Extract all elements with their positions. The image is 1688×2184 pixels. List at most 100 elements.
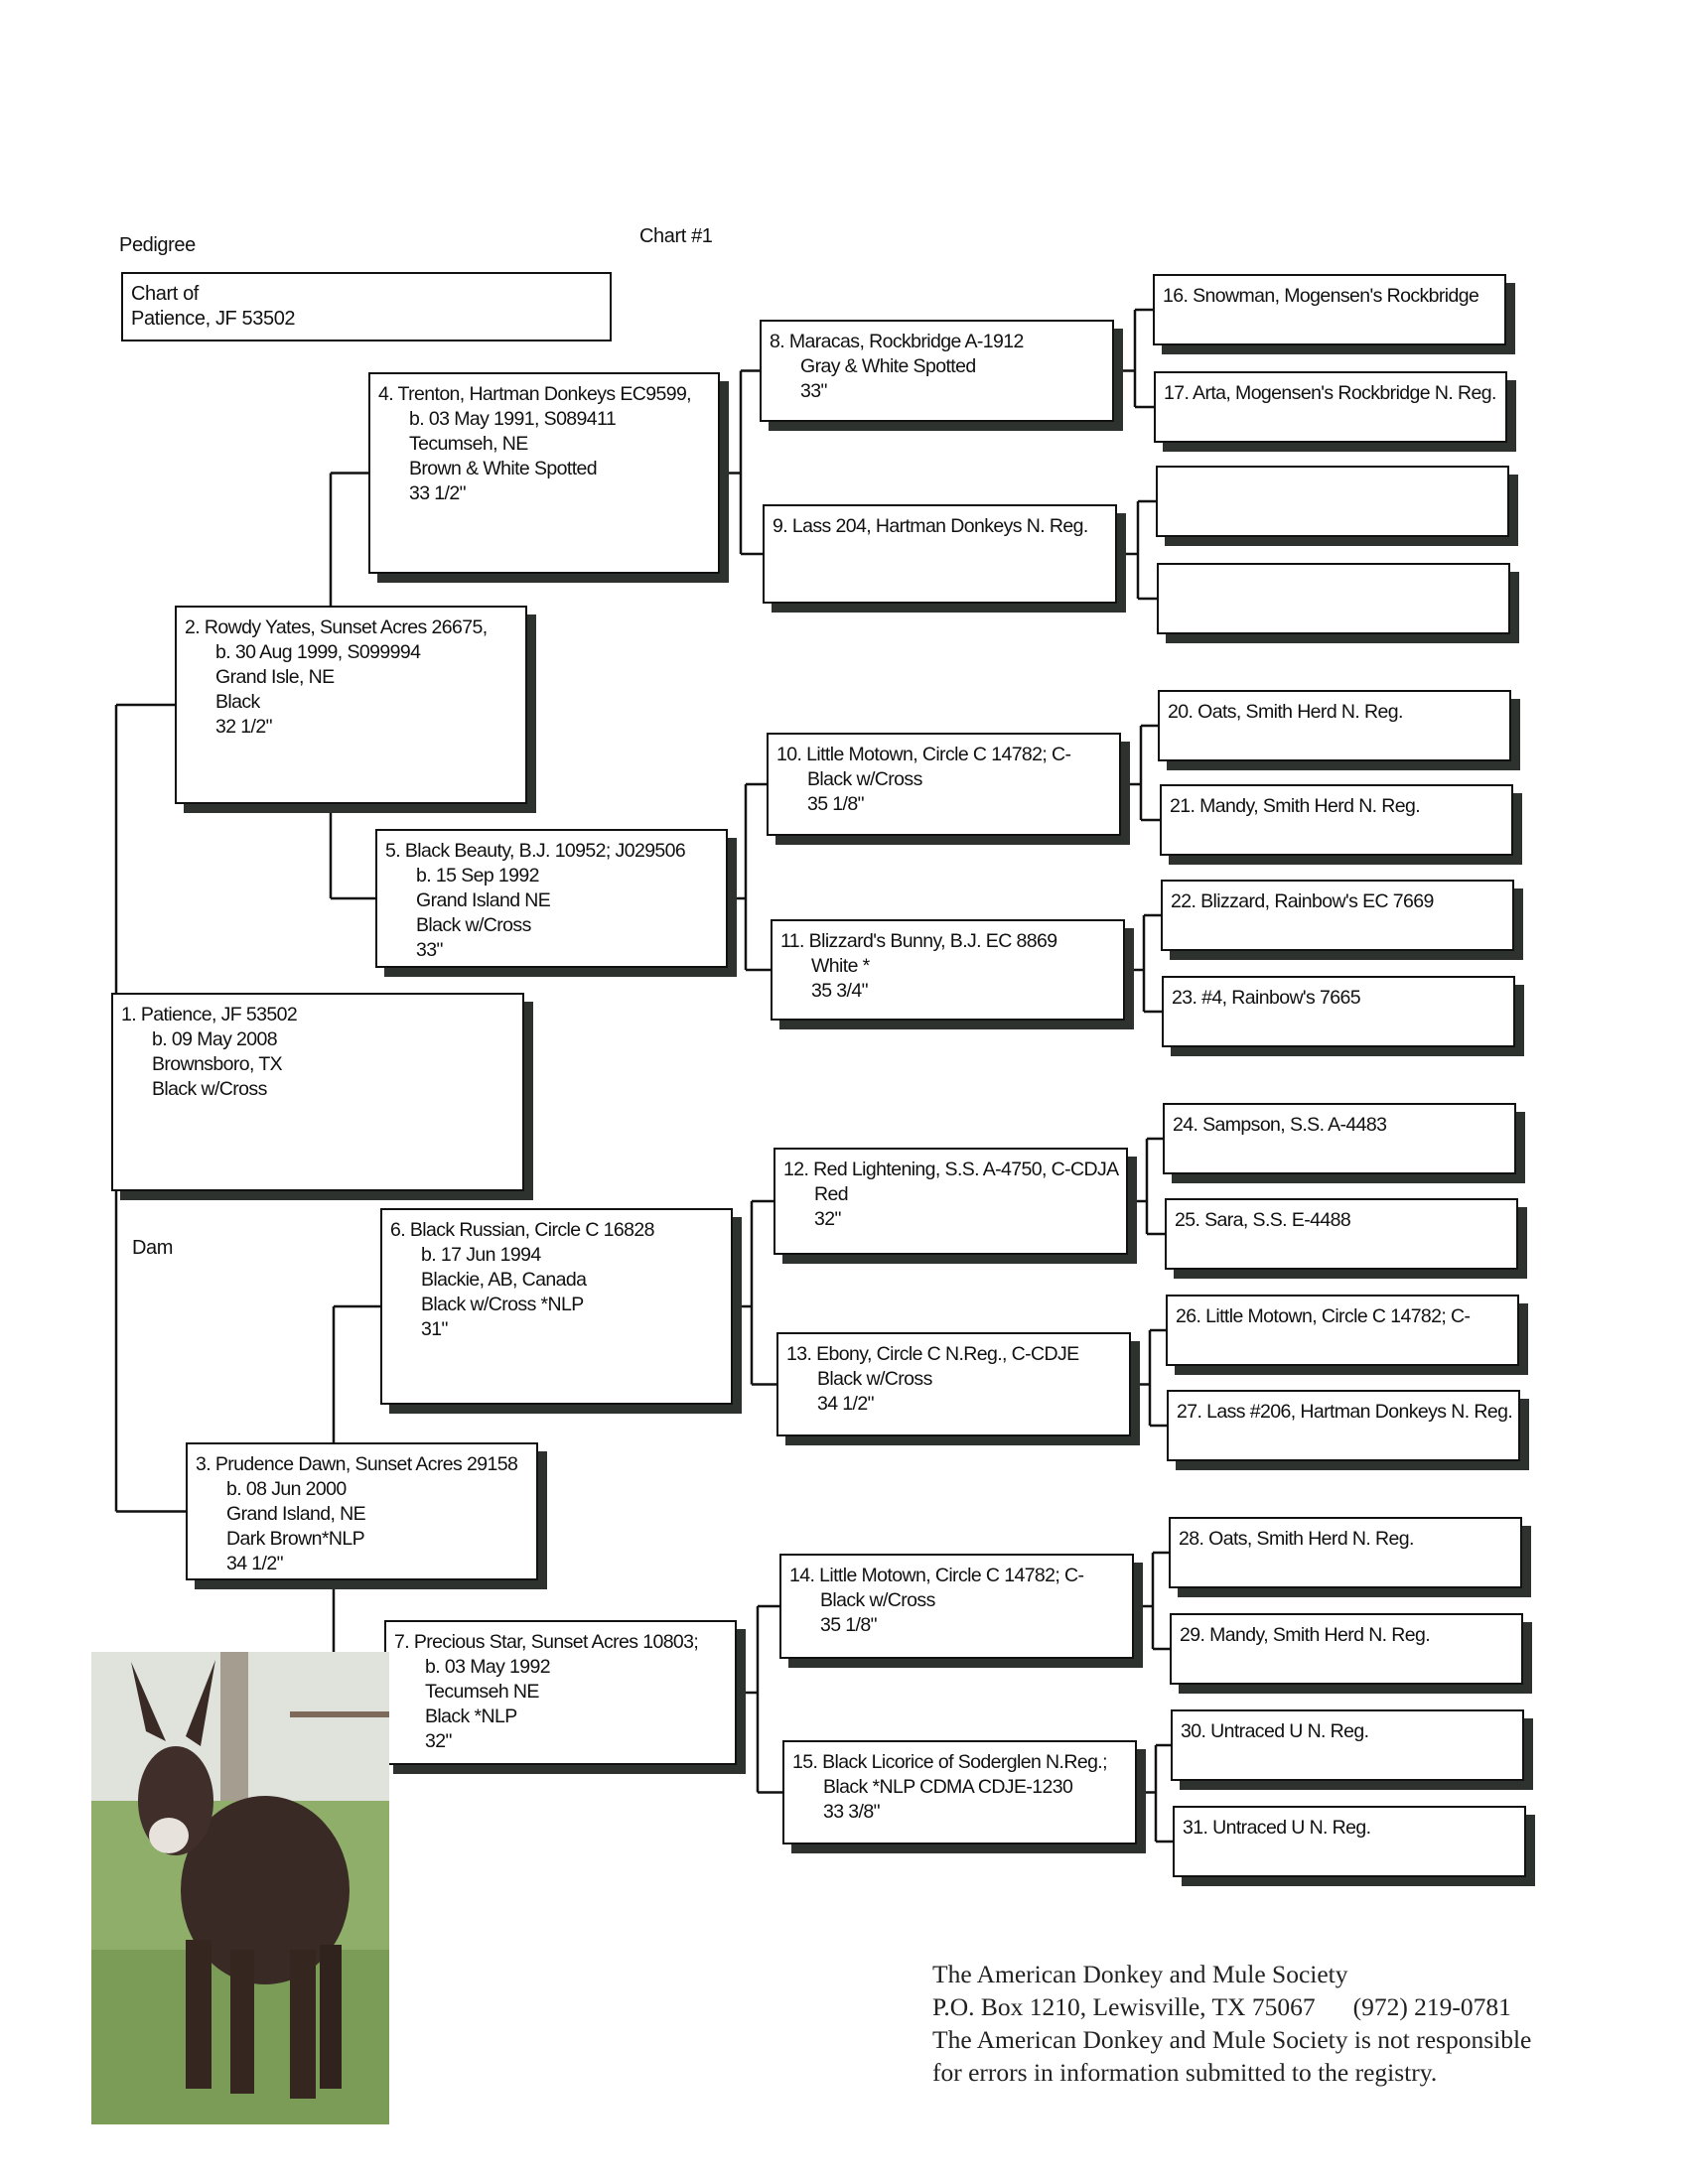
ancestor-name: 15. Black Licorice of Soderglen N.Reg.; <box>792 1751 1108 1773</box>
ancestor-detail: Grand Island NE <box>416 889 551 911</box>
ancestor-name: 6. Black Russian, Circle C 16828 <box>390 1219 654 1241</box>
ancestor-detail: Blackie, AB, Canada <box>421 1269 587 1291</box>
ancestor-detail: 34 1/2" <box>817 1393 875 1415</box>
ancestor-name: 7. Precious Star, Sunset Acres 10803; <box>394 1631 699 1653</box>
ancestor-name: 11. Blizzard's Bunny, B.J. EC 8869 <box>780 930 1057 952</box>
ancestor-box-20: 20. Oats, Smith Herd N. Reg. <box>1158 690 1511 761</box>
ancestor-name: 22. Blizzard, Rainbow's EC 7669 <box>1171 890 1434 912</box>
ancestor-box-28: 28. Oats, Smith Herd N. Reg. <box>1169 1517 1522 1588</box>
ancestor-detail: Black w/Cross <box>817 1368 932 1390</box>
ancestor-detail: b. 15 Sep 1992 <box>416 865 539 887</box>
ancestor-name: 31. Untraced U N. Reg. <box>1183 1817 1371 1839</box>
ancestor-detail: 32" <box>425 1730 452 1752</box>
ancestor-detail: b. 17 Jun 1994 <box>421 1244 541 1266</box>
ancestor-detail: Gray & White Spotted <box>800 355 976 377</box>
ancestor-detail: Dark Brown*NLP <box>226 1528 365 1550</box>
footer: The American Donkey and Mule Society P.O… <box>932 1958 1531 2089</box>
ancestor-detail: Black w/Cross <box>416 914 531 936</box>
ancestor-name: 16. Snowman, Mogensen's Rockbridge <box>1163 285 1479 307</box>
ancestor-box-22: 22. Blizzard, Rainbow's EC 7669 <box>1161 880 1514 951</box>
ancestor-box-25: 25. Sara, S.S. E-4488 <box>1165 1198 1518 1270</box>
ancestor-box-16: 16. Snowman, Mogensen's Rockbridge <box>1153 274 1506 345</box>
ancestor-name: 21. Mandy, Smith Herd N. Reg. <box>1170 795 1421 817</box>
pedigree-label: Pedigree <box>119 234 196 256</box>
ancestor-name: 29. Mandy, Smith Herd N. Reg. <box>1180 1624 1431 1646</box>
ancestor-box-15: 15. Black Licorice of Soderglen N.Reg.; B… <box>782 1740 1137 1844</box>
ancestor-detail: Black *NLP CDMA CDJE-1230 <box>823 1776 1073 1798</box>
ancestor-detail: Tecumseh, NE <box>409 433 528 455</box>
ancestor-detail: 33 1/2" <box>409 482 467 504</box>
ancestor-name: 25. Sara, S.S. E-4488 <box>1175 1209 1351 1231</box>
dam-label: Dam <box>132 1237 174 1259</box>
ancestor-box-26: 26. Little Motown, Circle C 14782; C- <box>1166 1295 1519 1366</box>
ancestor-detail: b. 30 Aug 1999, S099994 <box>215 641 421 663</box>
footer-address: P.O. Box 1210, Lewisville, TX 75067 <box>932 1992 1316 2021</box>
ancestor-name: 4. Trenton, Hartman Donkeys EC9599, <box>378 383 692 405</box>
ancestor-name: 23. #4, Rainbow's 7665 <box>1172 987 1361 1009</box>
ancestor-detail: Black w/Cross *NLP <box>421 1294 584 1315</box>
ancestor-detail: White * <box>811 955 870 977</box>
ancestor-name: 26. Little Motown, Circle C 14782; C- <box>1176 1305 1471 1327</box>
ancestor-detail: Tecumseh NE <box>425 1681 539 1703</box>
chart-of-subject: Patience, JF 53502 <box>131 308 296 330</box>
ancestor-name: 13. Ebony, Circle C N.Reg., C-CDJE <box>786 1343 1079 1365</box>
ancestor-name: 28. Oats, Smith Herd N. Reg. <box>1179 1528 1414 1550</box>
ancestor-detail: b. 09 May 2008 <box>152 1028 278 1050</box>
ancestor-detail: Black w/Cross <box>152 1078 267 1100</box>
chart-of-label: Chart of <box>131 283 199 305</box>
ancestor-name: 1. Patience, JF 53502 <box>121 1004 298 1025</box>
ancestor-box-9: 9. Lass 204, Hartman Donkeys N. Reg. <box>763 504 1117 604</box>
ancestor-detail: Black w/Cross <box>820 1589 935 1611</box>
ancestor-box-2: 2. Rowdy Yates, Sunset Acres 26675, b. 30… <box>175 606 527 804</box>
ancestor-name: 27. Lass #206, Hartman Donkeys N. Reg. <box>1177 1401 1513 1423</box>
footer-disclaimer-2: for errors in information submitted to t… <box>932 2058 1438 2087</box>
ancestor-name: 10. Little Motown, Circle C 14782; C- <box>776 744 1071 765</box>
ancestor-detail: Black w/Cross <box>807 768 922 790</box>
ancestor-box-4: 4. Trenton, Hartman Donkeys EC9599, b. 03… <box>368 372 720 574</box>
ancestor-box-5: 5. Black Beauty, B.J. 10952; J029506 b. 1… <box>375 829 728 968</box>
ancestor-box-10: 10. Little Motown, Circle C 14782; C- Bla… <box>767 733 1121 836</box>
ancestor-detail: 31" <box>421 1318 448 1340</box>
footer-phone: (972) 219-0781 <box>1352 1992 1511 2021</box>
chart-number-label: Chart #1 <box>639 225 713 247</box>
ancestor-detail: 33" <box>416 939 443 961</box>
ancestor-box-7: 7. Precious Star, Sunset Acres 10803;b. … <box>384 1620 737 1765</box>
ancestor-name: 9. Lass 204, Hartman Donkeys N. Reg. <box>773 515 1088 537</box>
ancestor-name: 2. Rowdy Yates, Sunset Acres 26675, <box>185 616 488 638</box>
ancestor-detail: 35 1/8" <box>807 793 865 815</box>
donkey-photo <box>91 1652 389 2124</box>
ancestor-box-18 <box>1156 466 1509 537</box>
ancestor-box-31: 31. Untraced U N. Reg. <box>1173 1806 1526 1877</box>
ancestor-box-21: 21. Mandy, Smith Herd N. Reg. <box>1160 784 1513 856</box>
ancestor-box-14: 14. Little Motown, Circle C 14782; C-Bla… <box>779 1554 1134 1659</box>
ancestor-detail: Brown & White Spotted <box>409 458 598 479</box>
ancestor-detail: 33 3/8" <box>823 1801 881 1823</box>
ancestor-name: 3. Prudence Dawn, Sunset Acres 29158 <box>196 1453 518 1475</box>
ancestor-box-6: 6. Black Russian, Circle C 16828 b. 17 Ju… <box>380 1208 733 1405</box>
ancestor-name: 17. Arta, Mogensen's Rockbridge N. Reg. <box>1164 382 1496 404</box>
ancestor-name: 5. Black Beauty, B.J. 10952; J029506 <box>385 840 686 862</box>
ancestor-box-13: 13. Ebony, Circle C N.Reg., C-CDJE Black … <box>776 1332 1131 1436</box>
ancestor-detail: Black <box>215 691 260 713</box>
ancestor-detail: Black *NLP <box>425 1706 517 1727</box>
footer-org: The American Donkey and Mule Society <box>932 1960 1348 1988</box>
ancestor-detail: 33" <box>800 380 827 402</box>
footer-address-line: P.O. Box 1210, Lewisville, TX 75067 (972)… <box>932 1990 1531 2023</box>
ancestor-name: 30. Untraced U N. Reg. <box>1181 1720 1369 1742</box>
ancestor-detail: 35 1/8" <box>820 1614 878 1636</box>
ancestor-detail: b. 03 May 1991, S089411 <box>409 408 617 430</box>
ancestor-detail: 35 3/4" <box>811 980 869 1002</box>
ancestor-box-17: 17. Arta, Mogensen's Rockbridge N. Reg. <box>1154 371 1507 443</box>
ancestor-detail: Red <box>814 1183 849 1205</box>
chart-of-box: Chart of Patience, JF 53502 <box>121 272 612 341</box>
ancestor-box-24: 24. Sampson, S.S. A-4483 <box>1163 1103 1516 1174</box>
footer-disclaimer-1: The American Donkey and Mule Society is … <box>932 2025 1532 2054</box>
ancestor-detail: Grand Island, NE <box>226 1503 366 1525</box>
ancestor-box-30: 30. Untraced U N. Reg. <box>1171 1709 1524 1781</box>
